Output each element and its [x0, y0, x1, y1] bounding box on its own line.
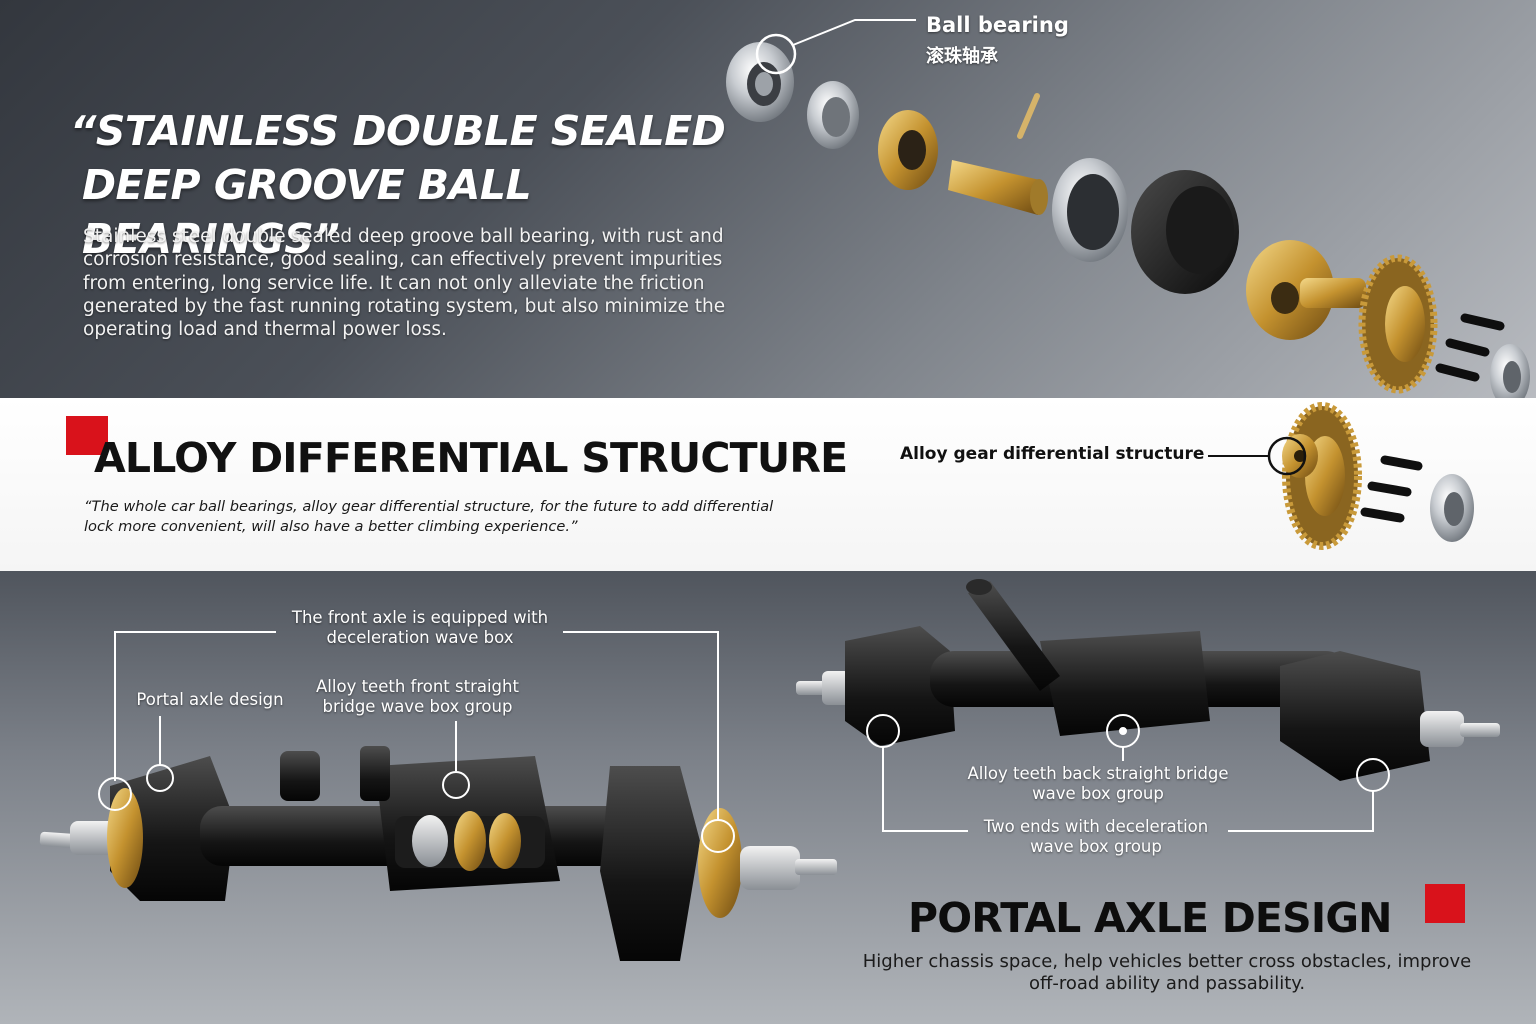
differential-parts-illustration [1208, 402, 1474, 550]
differential-quote: “The whole car ball bearings, alloy gear… [84, 498, 774, 535]
rear-axle [796, 579, 1500, 781]
portal-axle-section: The front axle is equipped with decelera… [0, 571, 1536, 1024]
alloy-front-annotation: Alloy teeth front straight bridge wave b… [316, 677, 519, 716]
red-accent-square-2 [1425, 884, 1465, 923]
brass-differential [1246, 240, 1366, 340]
ball-bearing-callout-line [792, 19, 916, 46]
portal-axle-title: PORTAL AXLE DESIGN [908, 894, 1392, 942]
differential-callout-circle [1267, 436, 1307, 476]
exploded-bearing-parts-illustration [726, 19, 1530, 398]
ball-bearing-label: Ball bearing [926, 13, 1069, 37]
ball-bearing-ring [1052, 158, 1128, 262]
bearings-headline: “STAINLESS DOUBLE SEALED DEEP GROOVE BAL… [70, 104, 770, 266]
bearings-description: Stainless steel double sealed deep groov… [83, 226, 726, 341]
black-gear-housing [1131, 170, 1239, 294]
rear-axle-callouts [866, 714, 1390, 832]
ball-bearing-label-cn: 滚珠轴承 [926, 46, 998, 67]
bearings-headline-line2: DEEP GROOVE BALL BEARINGS” [82, 161, 532, 263]
ball-bearing-callout-circle [755, 33, 797, 75]
brass-coupler [878, 110, 938, 190]
screws [1435, 313, 1505, 382]
axle-illustrations [39, 579, 1500, 961]
differential-section: ALLOY DIFFERENTIAL STRUCTURE “The whole … [0, 398, 1536, 571]
bearings-headline-line1: “STAINLESS DOUBLE SEALED [70, 107, 726, 155]
ball-bearing-small [807, 81, 859, 149]
front-axle [39, 746, 837, 961]
two-ends-annotation: Two ends with deceleration wave box grou… [983, 817, 1209, 856]
differential-screws [1360, 455, 1423, 523]
front-axle-callouts [98, 631, 735, 853]
differential-callout-label: Alloy gear differential structure [900, 444, 1205, 464]
brass-spur-gear [1358, 254, 1438, 394]
alloy-back-annotation: Alloy teeth back straight bridge wave bo… [967, 764, 1229, 803]
red-accent-square [66, 416, 108, 455]
brass-shaft [948, 160, 1048, 215]
ball-bearings-section: “STAINLESS DOUBLE SEALED DEEP GROOVE BAL… [0, 0, 1536, 398]
ball-bearing-end [1490, 344, 1530, 398]
brass-pin [1017, 93, 1040, 139]
portal-axle-annotation: Portal axle design [136, 690, 284, 709]
differential-title: ALLOY DIFFERENTIAL STRUCTURE [94, 434, 848, 482]
front-axle-annotation: The front axle is equipped with decelera… [291, 608, 549, 647]
portal-axle-description: Higher chassis space, help vehicles bett… [862, 951, 1472, 994]
alloy-gear-differential [1282, 402, 1362, 550]
differential-bearing [1430, 474, 1474, 542]
